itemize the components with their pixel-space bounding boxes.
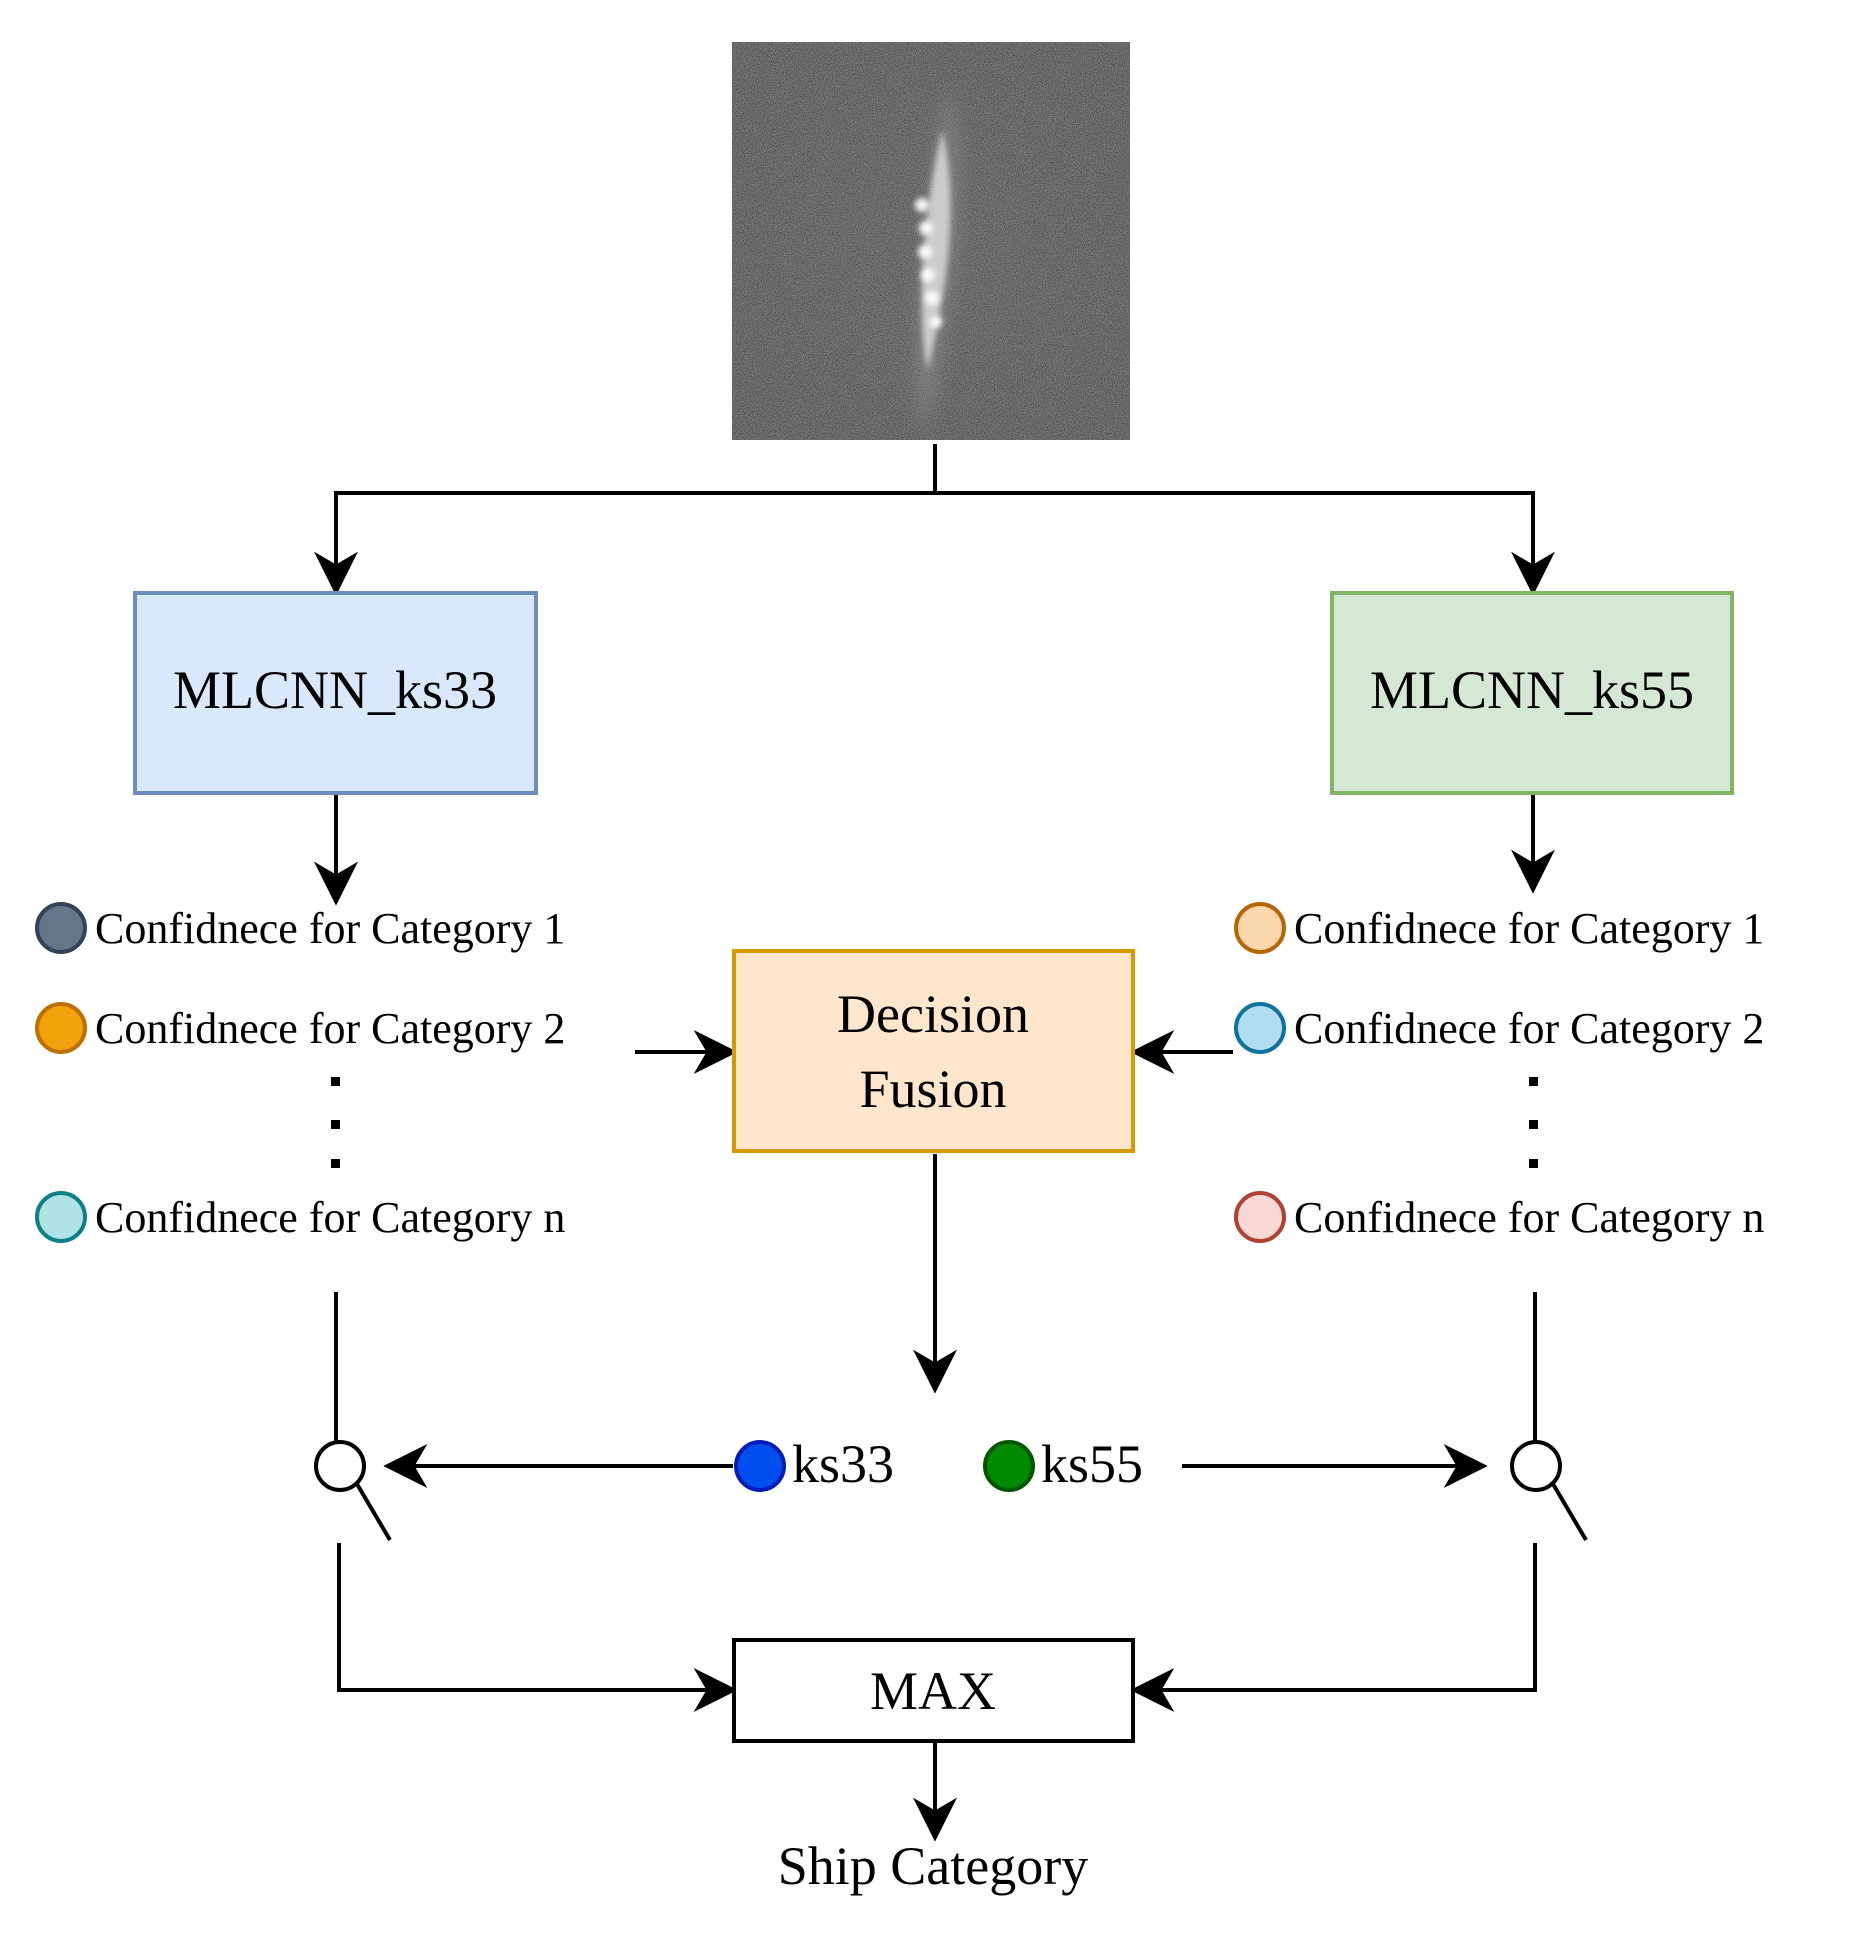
- right-confidence-category-2: Confidnece for Category 2: [1294, 1004, 1764, 1053]
- ks55-label: ks55: [1041, 1434, 1143, 1494]
- left-confidence-category-n: Confidnece for Category n: [95, 1193, 565, 1242]
- right-category-2-dot: [1234, 1002, 1286, 1054]
- left-confidence-category-1: Confidnece for Category 1: [95, 904, 565, 953]
- mlcnn-ks33-block: MLCNN_ks33: [133, 591, 538, 795]
- left-category-n-dot: [35, 1191, 87, 1243]
- right-switch-node: [1510, 1440, 1562, 1492]
- max-label: MAX: [870, 1661, 996, 1721]
- ship-category-output: Ship Category: [778, 1836, 1088, 1896]
- edge-left-switch-to-max: [337, 1543, 738, 1712]
- mlcnn-ks55-label: MLCNN_ks55: [1370, 660, 1694, 720]
- left-confidence-category-2: Confidnece for Category 2: [95, 1004, 565, 1053]
- right-switch-lever: [1551, 1482, 1588, 1542]
- decision-fusion-label-line1: Decision: [837, 984, 1029, 1044]
- max-block: MAX: [732, 1638, 1135, 1743]
- ks33-label: ks33: [792, 1434, 894, 1494]
- edge-right-switch-to-max: [1130, 1543, 1537, 1712]
- left-category-2-dot: [35, 1002, 87, 1054]
- left-switch: [314, 1440, 392, 1542]
- decision-fusion-box: [732, 949, 1135, 1153]
- left-ellipsis: [331, 1077, 340, 1168]
- edge-image-to-ks33: [314, 444, 937, 596]
- connectors: [314, 444, 1555, 1842]
- edge-image-to-ks55: [935, 491, 1555, 596]
- left-switch-node: [314, 1440, 366, 1492]
- left-confidence-list: Confidnece for Category 1 Confidnece for…: [35, 902, 565, 1243]
- sar-input-image: [732, 42, 1130, 440]
- decision-fusion-label-line2: Fusion: [859, 1059, 1006, 1119]
- decision-fusion-block: Decision Fusion: [732, 949, 1135, 1153]
- mlcnn-ks33-label: MLCNN_ks33: [173, 660, 497, 720]
- right-switch: [1510, 1440, 1588, 1542]
- right-confidence-category-n: Confidnece for Category n: [1294, 1193, 1764, 1242]
- mlcnn-ks55-block: MLCNN_ks55: [1330, 591, 1734, 795]
- right-confidence-category-1: Confidnece for Category 1: [1294, 904, 1764, 953]
- mlcnn-ks55-box: [1330, 591, 1734, 795]
- ks33-dot: [734, 1440, 786, 1492]
- max-box: [732, 1638, 1135, 1743]
- left-category-1-dot: [35, 902, 87, 954]
- selector-labels: ks33 ks55: [734, 1434, 1143, 1494]
- left-switch-lever: [355, 1482, 392, 1542]
- right-category-1-dot: [1234, 902, 1286, 954]
- right-confidence-list: Confidnece for Category 1 Confidnece for…: [1234, 902, 1764, 1243]
- right-category-n-dot: [1234, 1191, 1286, 1243]
- ks55-dot: [983, 1440, 1035, 1492]
- mlcnn-ks33-box: [133, 591, 538, 795]
- right-ellipsis: [1529, 1077, 1538, 1168]
